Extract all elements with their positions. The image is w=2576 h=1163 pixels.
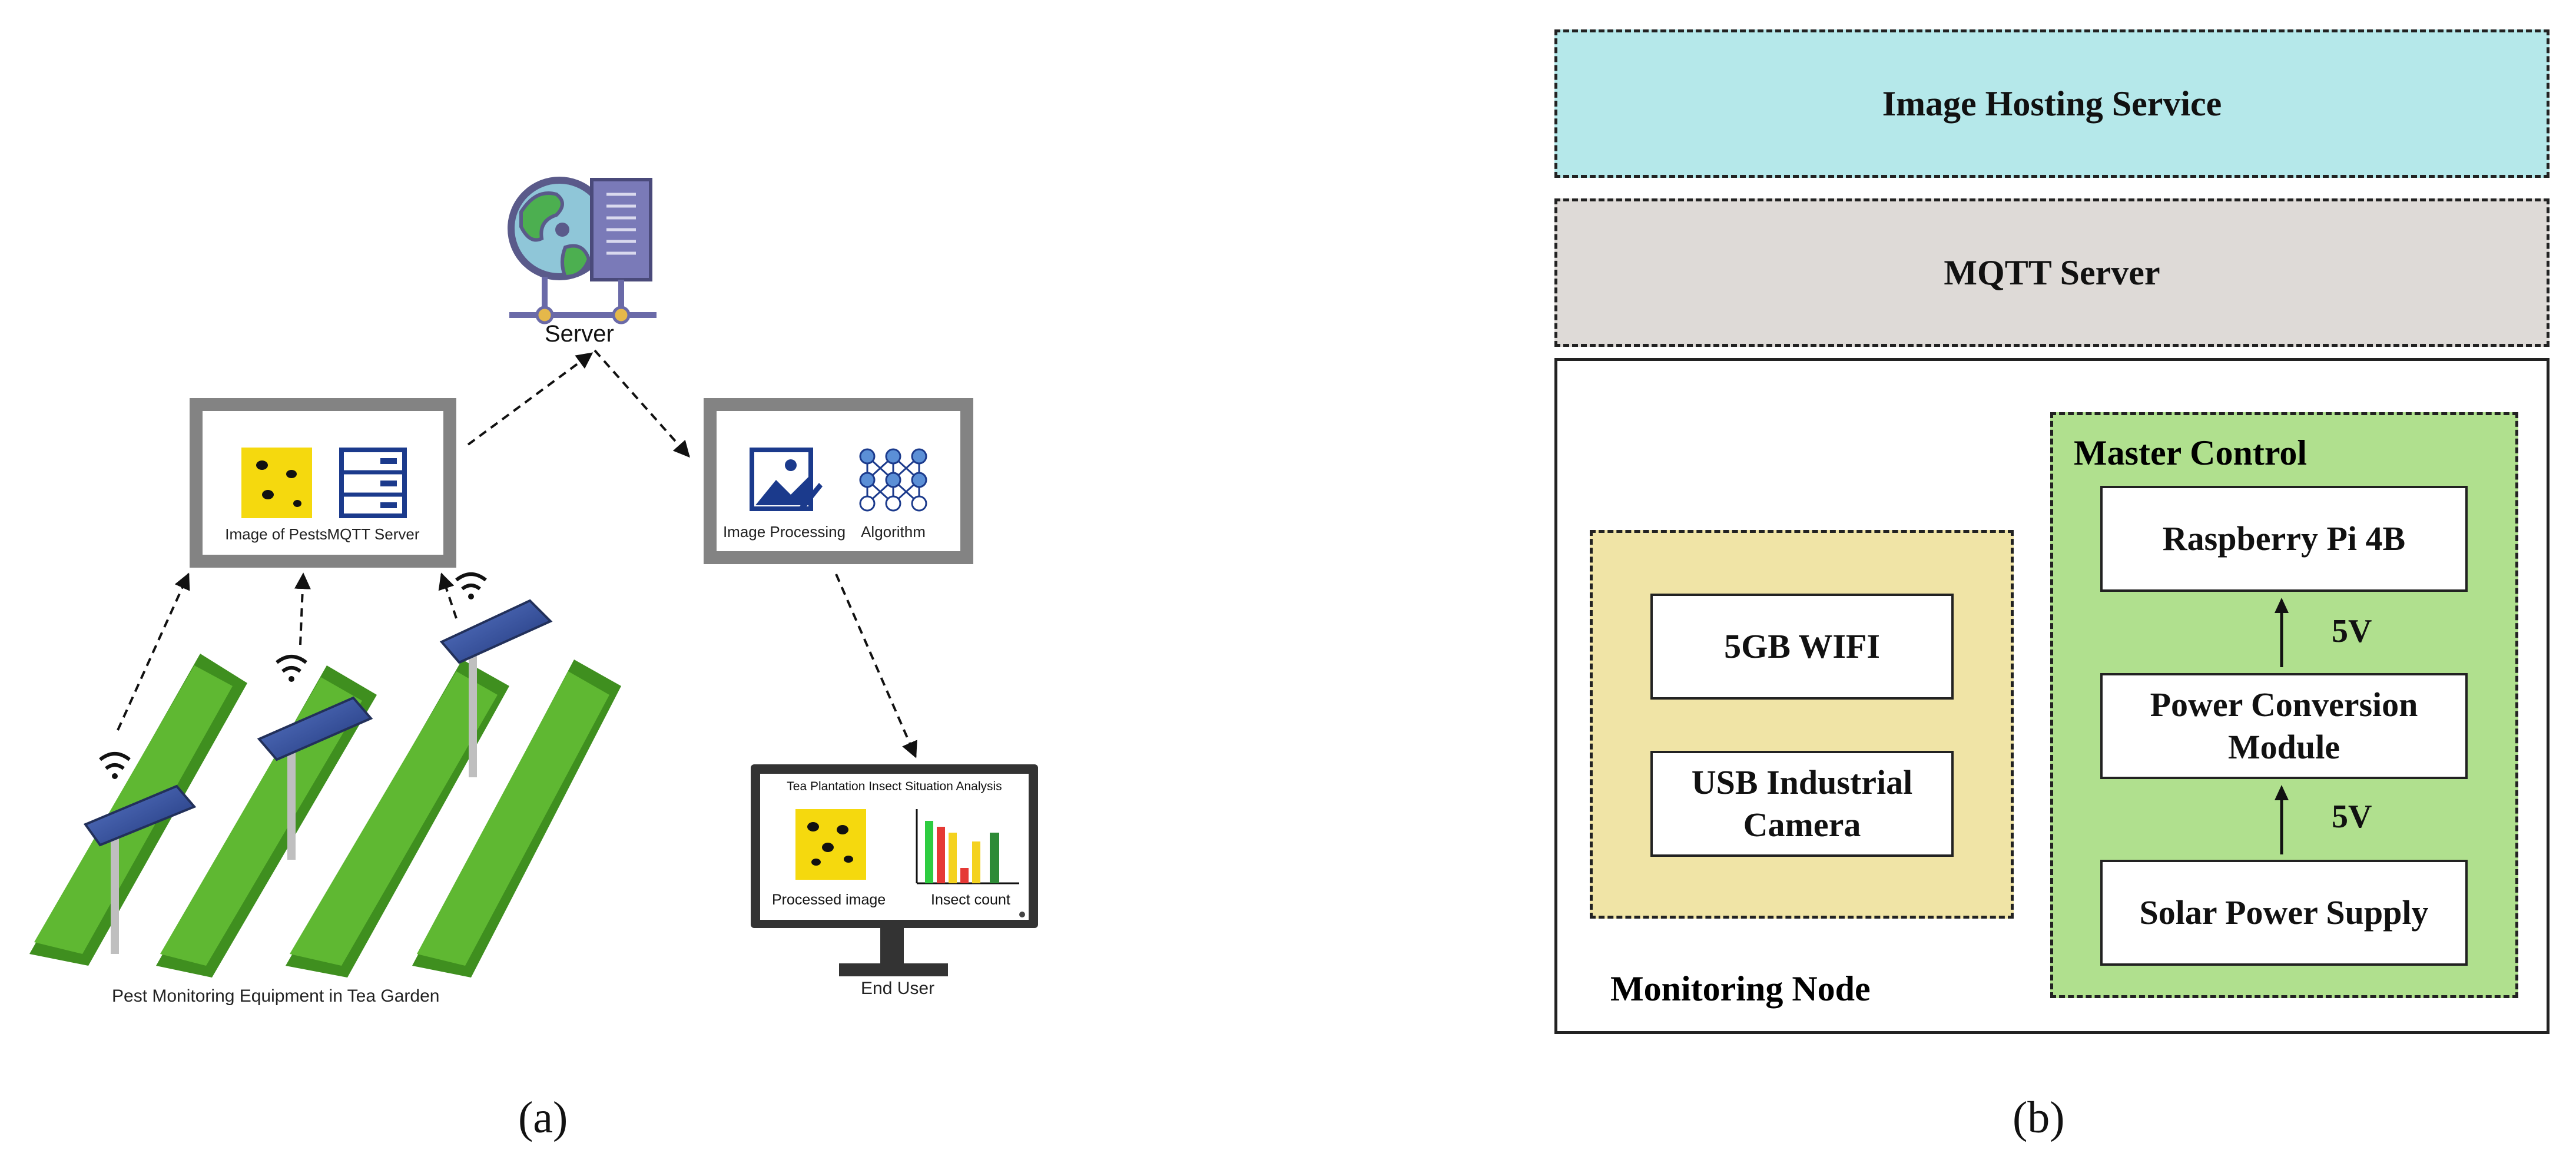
upload-box: Image of Pests MQTT Server <box>190 398 456 568</box>
image-hosting-label: Image Hosting Service <box>1882 84 2222 123</box>
algorithm-label: Algorithm <box>861 523 926 541</box>
image-processing-icon <box>750 448 823 511</box>
garden-caption: Pest Monitoring Equipment in Tea Garden <box>112 986 440 1006</box>
camera-label: USB Industrial Camera <box>1691 763 1913 844</box>
insect-count-label: Insect count <box>931 892 1010 908</box>
monitoring-node-label: Monitoring Node <box>1610 969 1871 1008</box>
mqtt-server-label: MQTT Server <box>327 525 420 543</box>
raspberry-box: Raspberry Pi 4B <box>2100 486 2468 592</box>
master-control-label: Master Control <box>2074 433 2308 472</box>
tea-garden-illustration <box>29 654 621 978</box>
arrow-device1-to-box1 <box>117 572 190 731</box>
monitor-power-dot <box>1019 912 1025 917</box>
voltage-2-label: 5V <box>2332 798 2372 835</box>
monitoring-device-3 <box>439 572 553 777</box>
arrow-box1-to-server <box>467 352 594 446</box>
panel-a-graphics <box>29 177 917 978</box>
monitor-base <box>839 963 948 976</box>
mqtt-server-icon <box>339 448 407 518</box>
power-conversion-label: Power Conversion Module <box>2150 685 2418 767</box>
processed-image-icon <box>795 809 866 880</box>
end-user-monitor: Tea Plantation Insect Situation Analysis… <box>751 764 1038 928</box>
solar-box: Solar Power Supply <box>2100 860 2468 966</box>
arrow-device2-to-box1 <box>294 572 311 645</box>
processed-image-label: Processed image <box>772 892 886 908</box>
caption-b: (b) <box>2013 1093 2065 1142</box>
monitor-title: Tea Plantation Insect Situation Analysis <box>787 780 1002 793</box>
arrow-1 <box>2275 598 2289 667</box>
voltage-1-label: 5V <box>2332 613 2372 650</box>
arrow-device3-to-box1 <box>438 572 457 619</box>
communication-group <box>1590 530 2014 919</box>
mqtt-band-label: MQTT Server <box>1944 253 2160 292</box>
image-processing-label: Image Processing <box>722 523 846 541</box>
end-user-label: End User <box>861 979 935 998</box>
pests-label: Image of Pests <box>225 525 327 543</box>
raspberry-label: Raspberry Pi 4B <box>2162 519 2406 558</box>
monitoring-device-2 <box>257 655 373 860</box>
monitor-screen: Tea Plantation Insect Situation Analysis… <box>760 774 1029 920</box>
monitor-neck <box>880 928 904 963</box>
mqtt-server-band: MQTT Server <box>1554 198 2550 347</box>
wifi-label: 5GB WIFI <box>1724 627 1880 665</box>
image-hosting-band: Image Hosting Service <box>1554 29 2550 178</box>
arrow-server-to-box2 <box>594 349 690 458</box>
insect-count-chart-icon <box>916 809 1019 884</box>
monitoring-device-1 <box>83 752 197 954</box>
algorithm-icon <box>859 448 927 512</box>
pests-image-icon <box>241 448 312 518</box>
arrow-box2-to-monitor <box>835 574 917 758</box>
power-conversion-box: Power Conversion Module <box>2100 673 2468 779</box>
processing-box: Image Processing Algorithm <box>704 398 973 564</box>
caption-a: (a) <box>518 1093 568 1142</box>
camera-box: USB Industrial Camera <box>1650 751 1954 857</box>
wifi-box: 5GB WIFI <box>1650 594 1954 700</box>
network-line-icon <box>509 277 657 324</box>
arrow-2 <box>2275 785 2289 854</box>
solar-label: Solar Power Supply <box>2139 893 2429 932</box>
server-label: Server <box>545 321 614 347</box>
server-rack-icon <box>590 178 652 281</box>
